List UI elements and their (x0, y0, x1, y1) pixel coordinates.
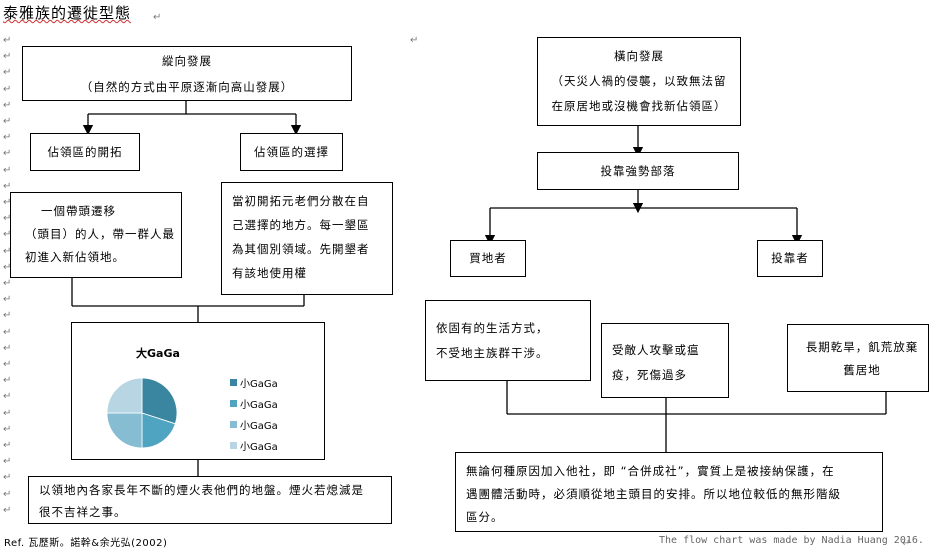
merged-tribe-box: 無論何種原因加入他社，即 “合併成社”，實質上是被接納保護，在 遇團體活動時，必… (455, 452, 883, 532)
paragraph-mark: ↵ (3, 456, 12, 467)
paragraph-mark: ↵ (3, 505, 12, 516)
horizontal-development-box: 橫向發展 （天災人禍的侵襲，以致無法留 在原居地或沒機會找新佔領區） (537, 37, 741, 126)
vertical-development-desc: （自然的方式由平原逐漸向高山發展） (80, 80, 294, 94)
pie-slice (141, 412, 176, 449)
territory-selection-box: 佔領區的選擇 (240, 133, 343, 171)
pie-slice (107, 412, 143, 449)
paragraph-mark: ↵ (3, 262, 12, 273)
land-buyer-detail: 依固有的生活方式， 不受地主族群干涉。 (425, 300, 591, 381)
vertical-development-title: 縱向發展 (162, 54, 212, 68)
legend-label: 小GaGa (240, 379, 278, 390)
paragraph-mark: ↵ (3, 489, 12, 500)
paragraph-mark: ↵ (153, 12, 162, 23)
paragraph-mark: ↵ (3, 132, 12, 143)
territory-selection-detail: 當初開拓元老們分散在自 己選擇的地方。每一墾區 為其個別領域。先開墾者 有該地使… (221, 182, 393, 295)
reference-citation: Ref. 瓦歷斯。諾幹&余光弘(2002) (4, 538, 168, 549)
paragraph-mark: ↵ (3, 67, 12, 78)
paragraph-mark: ↵ (3, 391, 12, 402)
legend-item: 小GaGa (230, 372, 278, 393)
paragraph-mark: ↵ (3, 116, 12, 127)
paragraph-mark: ↵ (3, 294, 12, 305)
paragraph-mark: ↵ (3, 165, 12, 176)
legend-label: 小GaGa (240, 421, 278, 432)
pie-plot (107, 377, 178, 449)
paragraph-mark: ↵ (410, 35, 419, 46)
paragraph-mark: ↵ (3, 278, 12, 289)
legend-swatch (230, 421, 237, 428)
legend-item: 小GaGa (230, 414, 278, 435)
legend-label: 小GaGa (240, 400, 278, 411)
paragraph-mark: ↵ (3, 197, 12, 208)
refugee-box: 投靠者 (757, 240, 823, 277)
paragraph-mark: ↵ (3, 181, 12, 192)
gaga-pie-chart: 大GaGa 小GaGa 小GaGa 小GaGa 小GaGa (71, 322, 325, 460)
legend-swatch (230, 400, 237, 407)
legend-swatch (230, 442, 237, 449)
land-buyer-box: 買地者 (450, 240, 526, 277)
paragraph-mark: ↵ (902, 538, 911, 549)
paragraph-mark: ↵ (3, 359, 12, 370)
paragraph-mark: ↵ (3, 51, 12, 62)
paragraph-mark: ↵ (3, 148, 12, 159)
vertical-development-box: 縱向發展 （自然的方式由平原逐漸向高山發展） (22, 46, 352, 101)
pie-slice (107, 377, 143, 414)
pie-slice (141, 377, 178, 425)
paragraph-mark: ↵ (3, 408, 12, 419)
paragraph-mark: ↵ (3, 229, 12, 240)
paragraph-mark: ↵ (3, 35, 12, 46)
paragraph-mark: ↵ (3, 100, 12, 111)
page-title: 泰雅族的遷徙型態 (3, 4, 132, 22)
paragraph-mark: ↵ (3, 246, 12, 257)
paragraph-mark: ↵ (3, 472, 12, 483)
paragraph-mark: ↵ (3, 343, 12, 354)
author-credit: The flow chart was made by Nadia Huang 2… (659, 535, 924, 546)
join-strong-tribe-box: 投靠強勢部落 (537, 152, 739, 190)
attack-plague-detail: 受敵人攻擊或瘟 疫，死傷過多 (601, 323, 729, 398)
paragraph-mark: ↵ (3, 327, 12, 338)
fire-territory-box: 以領地內各家長年不斷的煙火表他們的地盤。煙火若熄滅是 很不吉祥之事。 (28, 476, 392, 524)
chart-title: 大GaGa (136, 347, 180, 360)
paragraph-mark: ↵ (3, 84, 12, 95)
paragraph-mark: ↵ (3, 375, 12, 386)
drought-famine-detail: 長期乾旱，飢荒放棄 舊居地 (787, 324, 929, 392)
paragraph-mark: ↵ (3, 310, 12, 321)
territory-development-detail: 一個帶頭遷移 （頭目）的人，帶一群人最 初進入新佔領地。 (10, 192, 182, 278)
legend-label: 小GaGa (240, 442, 278, 453)
chart-legend: 小GaGa 小GaGa 小GaGa 小GaGa (230, 372, 278, 456)
legend-swatch (230, 379, 237, 386)
paragraph-mark: ↵ (3, 213, 12, 224)
legend-item: 小GaGa (230, 435, 278, 456)
paragraph-mark: ↵ (3, 440, 12, 451)
territory-development-box: 佔領區的開拓 (30, 133, 140, 171)
legend-item: 小GaGa (230, 393, 278, 414)
paragraph-mark: ↵ (3, 424, 12, 435)
